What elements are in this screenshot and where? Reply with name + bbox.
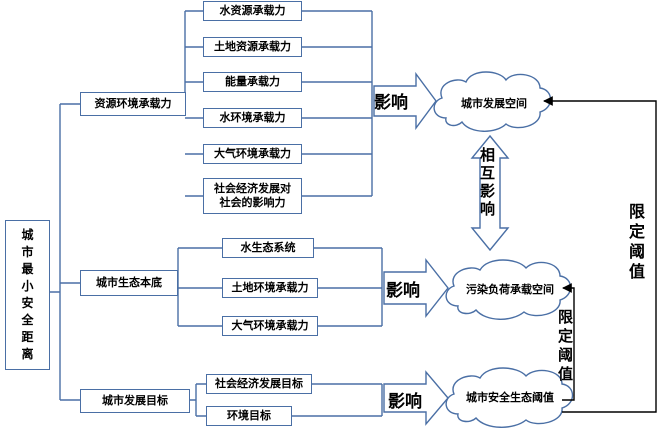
vertical-char: 值 (629, 262, 646, 281)
connector-resource (184, 10, 203, 197)
cloud-top (433, 71, 552, 132)
mutual-influence-arrow (470, 134, 510, 252)
vertical-char: 定 (629, 222, 646, 241)
item-energy: 能量承载力 (203, 72, 302, 92)
vertical-char: 影 (480, 182, 496, 200)
influence-arrow-bottom (383, 370, 449, 426)
item-socioeconomic-impact: 社会经济发展对 社会的影响力 (203, 178, 302, 214)
root-label: 城市最小安全距离 (21, 228, 34, 361)
vertical-char: 阈 (558, 346, 574, 364)
vertical-char: 定 (558, 327, 574, 345)
vertical-char: 限 (558, 308, 574, 326)
item-socioeconomic-goal: 社会经济发展目标 (206, 374, 312, 394)
box-eco-base: 城市生态本底 (80, 270, 178, 296)
box-resource-capacity: 资源环境承载力 (80, 92, 186, 116)
root-box: 城市最小安全距离 (5, 220, 50, 370)
cloud-bottom (445, 367, 574, 428)
connector-root (50, 103, 80, 401)
vertical-char: 值 (558, 365, 574, 383)
cloud-top-label: 城市发展空间 (461, 97, 527, 110)
limit-arrow-right (543, 96, 657, 413)
connector-resource-right (302, 10, 373, 197)
item-air-env-2: 大气环境承载力 (222, 316, 318, 336)
influence-label-mid: 影响 (386, 281, 420, 301)
influence-arrow-top (373, 71, 437, 131)
limit-arrow-inner (562, 283, 575, 401)
connector-eco (177, 247, 222, 327)
cloud-mid (445, 259, 572, 320)
mutual-influence-label: 相互影响 (480, 146, 495, 218)
limit-threshold-label-inner: 限定阈值 (558, 308, 573, 384)
item-land-resource: 土地资源承载力 (203, 37, 302, 57)
item-water-env: 水环境承载力 (203, 108, 302, 128)
item-env-goal: 环境目标 (206, 406, 292, 426)
vertical-char: 阈 (629, 242, 646, 261)
box-dev-goal: 城市发展目标 (80, 389, 190, 413)
vertical-char: 相 (480, 146, 496, 164)
cloud-mid-label: 污染负荷承载空间 (466, 283, 554, 296)
vertical-char: 限 (629, 202, 646, 221)
connector-goal (190, 383, 206, 417)
influence-label-top: 影响 (374, 93, 408, 113)
connector-eco-right (314, 247, 383, 327)
connector-goal-right (292, 383, 383, 417)
limit-threshold-label-right: 限定阈值 (629, 202, 645, 282)
item-air-env: 大气环境承载力 (203, 144, 302, 164)
vertical-char: 互 (480, 164, 496, 182)
influence-label-bottom: 影响 (388, 392, 422, 412)
vertical-char: 响 (480, 200, 496, 218)
item-water-resource: 水资源承载力 (203, 1, 302, 21)
cloud-bottom-label: 城市安全生态阈值 (466, 391, 554, 404)
item-water-ecosystem: 水生态系统 (222, 238, 314, 258)
influence-arrow-mid (383, 257, 449, 319)
item-land-env: 土地环境承载力 (222, 278, 318, 298)
